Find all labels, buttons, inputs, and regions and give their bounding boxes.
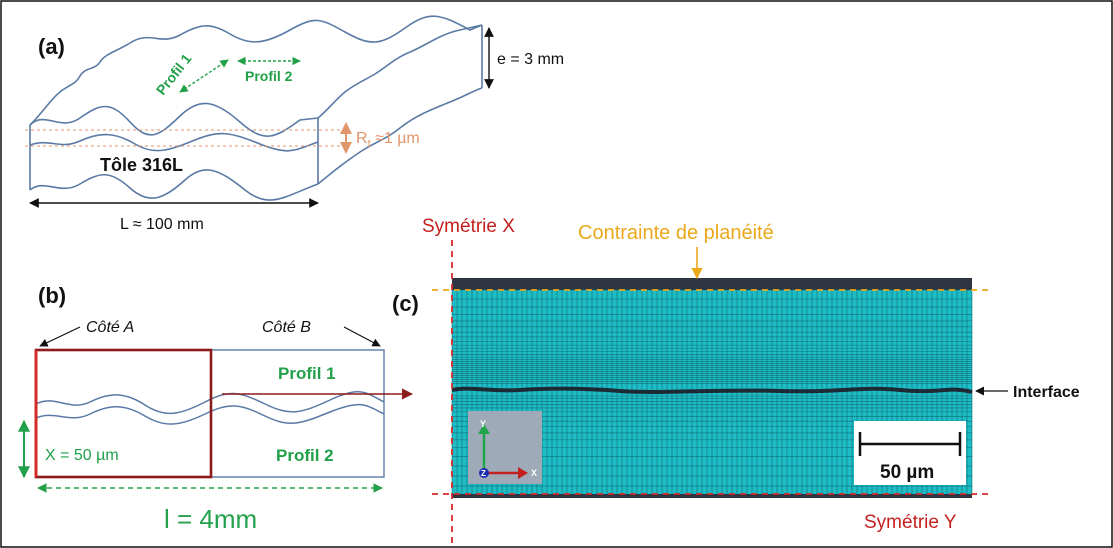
sheet-right-side-bottom — [317, 87, 483, 185]
triad-x-label: X — [531, 468, 537, 478]
sheet-left-back-edge — [29, 42, 131, 126]
scale-bar-box — [854, 421, 966, 485]
sheet-right-back-edge — [317, 24, 483, 119]
sheet-outline — [29, 15, 483, 201]
sheet-bottom-front-edge — [29, 169, 319, 201]
triad-x-arrowhead — [518, 467, 528, 479]
profile2-box-label: Profil 2 — [276, 446, 334, 465]
interface-label: Interface — [1013, 384, 1080, 401]
panel-a: (a) Rt ≈1 µm e = 3 mm Profil 1 Profil 2 — [25, 15, 564, 233]
profile2-wave — [35, 403, 385, 425]
side-a-arrow — [39, 326, 81, 347]
side-a-label: Côté A — [86, 319, 134, 336]
thickness-label: e = 3 mm — [497, 51, 564, 68]
width-label: l = 4mm — [164, 504, 257, 534]
side-b-arrow — [343, 326, 381, 347]
symmetry-y-label: Symétrie Y — [864, 512, 957, 533]
panel-c: (c) Symétrie X Contrainte de planéité Sy… — [392, 216, 1080, 545]
side-b-label: Côté B — [262, 319, 311, 336]
scale-bar-label: 50 µm — [880, 462, 934, 483]
sheet-front-inner-wave — [29, 132, 319, 152]
flatness-label: Contrainte de planéité — [578, 222, 774, 244]
triad-z-axis — [479, 468, 489, 478]
x-dim-label: X = 50 µm — [45, 447, 119, 464]
sheet-top-front-edge — [29, 102, 319, 137]
triad-z-label: Z — [481, 469, 486, 478]
triad-y-label: Y — [480, 419, 486, 429]
symmetry-x-label: Symétrie X — [422, 216, 515, 237]
profile1-label: Profil 1 — [153, 50, 195, 97]
top-rigid-layer — [452, 278, 972, 290]
sheet-label: Tôle 316L — [100, 155, 183, 175]
interface-line — [451, 386, 973, 394]
panel-b-label: (b) — [38, 283, 66, 308]
bottom-rigid-layer — [452, 494, 972, 498]
panel-b: (b) Côté A Côté B Profil 1 Profil 2 X = … — [18, 283, 414, 534]
sheet-top-back-edge — [129, 15, 483, 44]
triad-y-arrowhead — [478, 424, 490, 434]
profile1-wave — [35, 391, 385, 415]
length-label: L ≈ 100 mm — [120, 216, 204, 233]
profile2-label: Profil 2 — [245, 68, 293, 84]
panel-a-label: (a) — [38, 34, 65, 59]
panel-c-label: (c) — [392, 291, 419, 316]
profile1-box-label: Profil 1 — [278, 364, 336, 383]
roughness-label: Rt ≈1 µm — [356, 130, 420, 150]
